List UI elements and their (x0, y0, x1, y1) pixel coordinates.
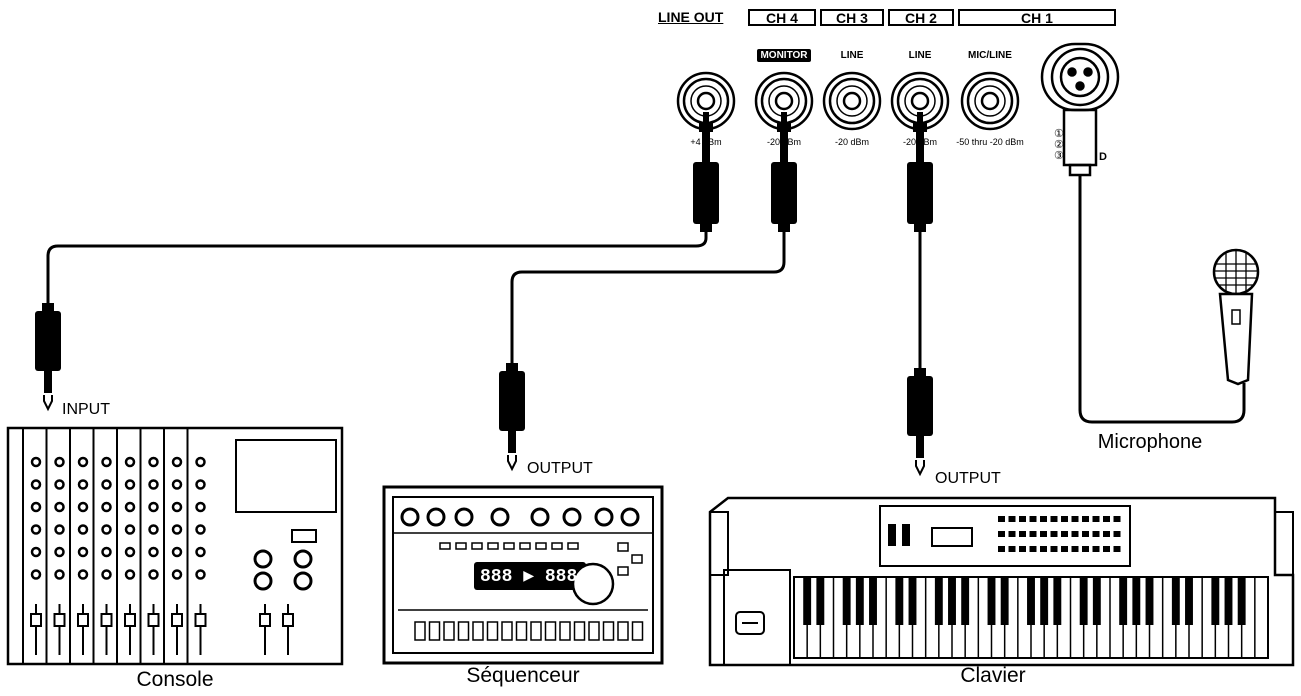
microphone (1212, 248, 1260, 386)
plugs (35, 112, 933, 458)
jack-ch1-mic-line (960, 71, 1020, 131)
level-ch4: -20 dBm (766, 137, 801, 147)
xlr-pin-1: ① (1054, 128, 1064, 140)
keyboard-name: Clavier (960, 664, 1026, 687)
header-ch1: CH 1 (958, 9, 1116, 26)
level-ch2: -20 dBm (902, 137, 937, 147)
cable-microphone-to-ch1 (1078, 175, 1246, 424)
header-ch2: CH 2 (888, 9, 954, 26)
header-ch4: CH 4 (748, 9, 816, 26)
level-ch1: -50 thru -20 dBm (956, 137, 1024, 147)
level-ch3: -20 dBm (834, 137, 869, 147)
label-monitor: MONITOR (757, 49, 811, 62)
xlr-pin-3: ③ (1054, 150, 1064, 162)
cable-sequencer-to-ch4 (510, 228, 786, 365)
xlr-pin-3-suffix: D (1099, 151, 1107, 163)
sequencer-display: 888 ▶ 888 (480, 567, 578, 587)
console-port-label: INPUT (62, 401, 110, 418)
level-line-out: +4 dBm (690, 137, 722, 147)
jack-ch3 (822, 71, 882, 131)
keyboard-port-label: OUTPUT (935, 470, 1001, 487)
xlr-connector (1040, 42, 1120, 177)
header-ch3: CH 3 (820, 9, 884, 26)
sequencer-name: Séquenceur (466, 664, 580, 687)
sequencer-port-label: OUTPUT (527, 460, 593, 477)
label-ch1-mic-line: MIC/LINE (968, 50, 1012, 61)
label-ch2-line: LINE (908, 50, 932, 61)
label-ch3-line: LINE (840, 50, 864, 61)
microphone-name: Microphone (1097, 431, 1203, 453)
keyboard (708, 496, 1295, 667)
console-mixer (6, 426, 344, 666)
console-name: Console (136, 668, 214, 691)
xlr-pin-2: ② (1054, 139, 1064, 151)
header-line-out: LINE OUT (658, 9, 724, 25)
cable-line-out-to-console (46, 230, 708, 305)
sequencer (382, 485, 664, 665)
